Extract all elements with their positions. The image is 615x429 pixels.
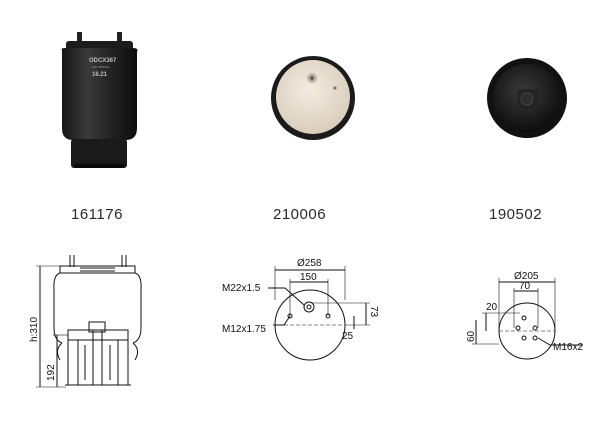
part-code-2: 210006 xyxy=(273,206,327,223)
dim-thread-m22: M22x1.5 xyxy=(222,283,261,294)
label-top: ODCX367 xyxy=(89,58,117,64)
dim-thread-m12: M12x1.75 xyxy=(222,324,266,335)
dim-thread-m16: M16x2 xyxy=(553,342,583,353)
label-bot: 16.21 xyxy=(92,72,108,78)
dim-offset-20: 20 xyxy=(486,302,498,313)
part-code-1: 161176 xyxy=(71,206,123,223)
dim-offset-73: 73 xyxy=(368,306,379,318)
label-mid: AIR SPRING xyxy=(92,65,110,69)
top-plate-photo xyxy=(271,56,355,140)
part-codes: 161176 210006 190502 xyxy=(0,206,615,232)
dim-height-60: 60 xyxy=(466,330,477,342)
air-spring-photo: ODCX367 AIR SPRING 16.21 xyxy=(61,32,138,168)
dim-piston-height: 192 xyxy=(46,364,57,381)
bottom-view-photo xyxy=(487,58,567,138)
drawing-top-plate xyxy=(268,266,370,361)
drawing-bottom-view xyxy=(472,278,583,360)
drawing-side-section xyxy=(36,255,142,388)
part-code-3: 190502 xyxy=(489,206,543,223)
dim-offset-25: 25 xyxy=(342,331,354,342)
dim-pitch-70: 70 xyxy=(519,281,531,292)
dim-pitch-150: 150 xyxy=(300,272,317,283)
dim-height: h:310 xyxy=(29,317,40,342)
dim-diameter-258: Ø258 xyxy=(297,258,322,269)
dim-diameter-205: Ø205 xyxy=(514,271,539,282)
